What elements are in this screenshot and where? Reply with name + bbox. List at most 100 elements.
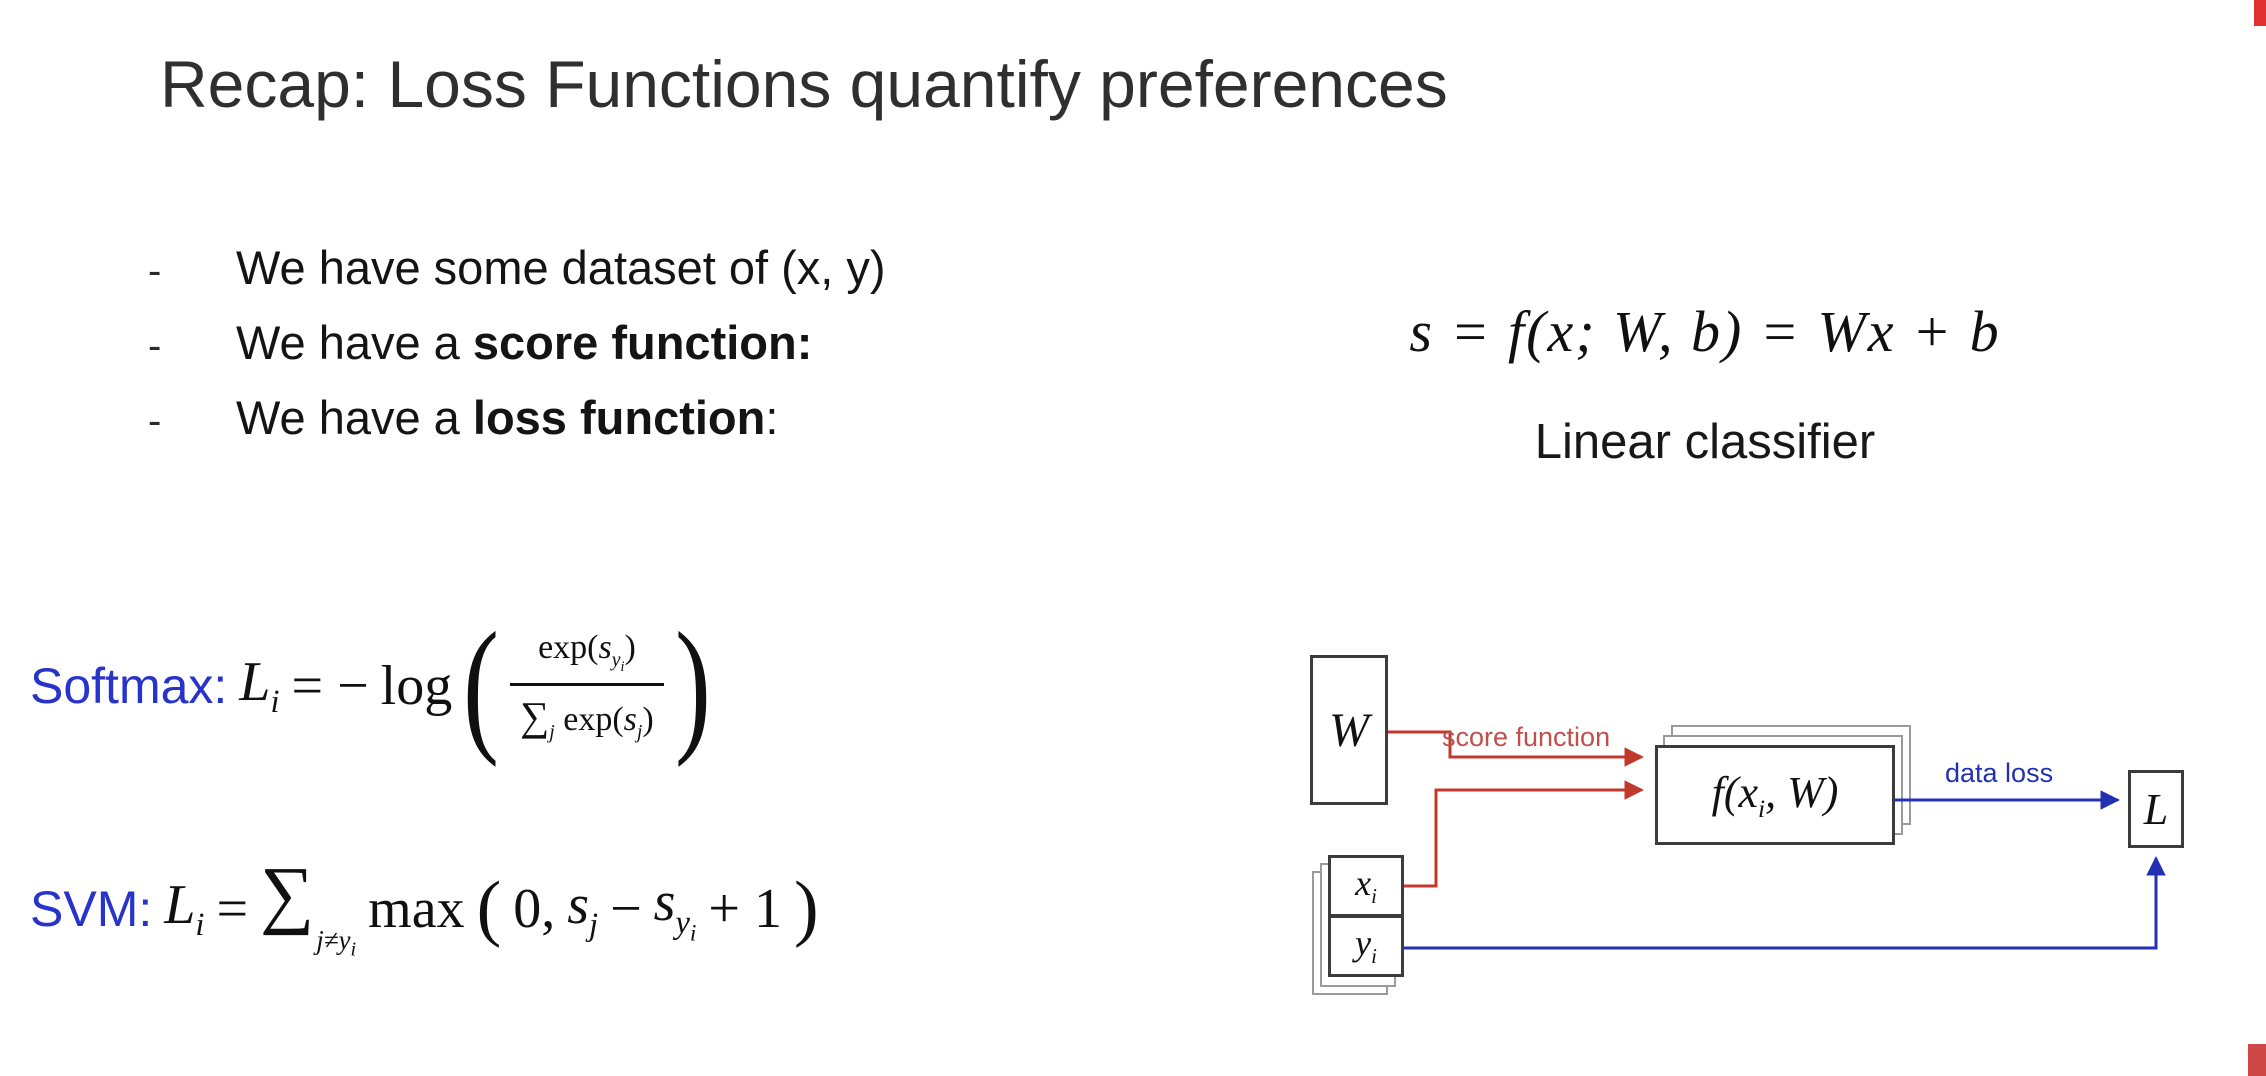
math-subscript: j [589,907,598,943]
math-token: i [350,938,357,961]
math-token: j [589,907,599,944]
sum-with-subscript: ∑j≠yi [260,856,356,961]
loss-box: L [2128,770,2184,848]
math-token: L [2143,784,2169,834]
bullet-item-loss-function: - We have a loss function: [148,390,886,445]
math-token: s [653,871,676,934]
math-token: i [270,684,280,721]
bullet-text: We have a loss function: [236,390,778,445]
math-token: i [1758,793,1766,823]
sum-symbol: ∑ [520,694,550,740]
score-function-box: f(xi, W) [1655,745,1895,845]
loss-pipeline-diagram: W xi yi f(xi, W) L score function data l… [1290,640,2240,1060]
softmax-label: Softmax: [30,657,228,714]
math-token: y [1355,923,1372,964]
log-operator: log [380,654,453,717]
diagram-wires [1388,730,2166,950]
math-token: i [1371,884,1377,909]
math-token: ) [624,628,636,666]
bullet-text-pre: We have a [236,316,473,369]
math-token: i [689,920,697,947]
math-token: y [675,904,690,941]
score-j-symbol: sj [567,873,598,944]
linear-classifier-caption: Linear classifier [1534,415,1876,469]
math-subscript: i [270,684,279,720]
score-yi-symbol: syi [654,870,697,947]
bullet-text-bold: score function: [472,316,813,369]
math-subscript: i [195,907,204,943]
loss-symbol: Li [164,873,204,944]
math-token: L [164,874,196,937]
left-paren: ( [463,602,500,768]
max-operator: max [368,877,465,940]
bullet-text-pre: We have some dataset of (x, y) [236,241,886,294]
sum-symbol: ∑ [260,852,315,936]
math-token: i [195,907,205,944]
label-y-box: yi [1328,915,1404,977]
right-paren: ) [674,602,711,768]
y-to-l-arrow [1404,856,2166,950]
softmax-fraction: exp(syi) ∑j exp(sj) [510,628,664,744]
bullet-item-score-function: - We have a score function: [148,315,886,370]
math-token: i [620,658,625,675]
math-token: ) [642,701,654,739]
math-token: j [549,720,555,743]
math-token: , W) [1765,767,1839,817]
math-subscript: i [690,920,697,946]
bullet-item-dataset: - We have some dataset of (x, y) [148,240,886,295]
slide-title: Recap: Loss Functions quantify preferenc… [160,47,1448,121]
score-function-wire-label: score function [1442,722,1611,752]
math-token: f(x [1711,767,1758,817]
score-function-formula: s = f(x; W, b) = Wx + b [1409,299,2001,364]
math-subscript: yi [611,648,625,675]
math-token: s [567,874,590,937]
math-token: exp( [538,628,599,666]
math-token: s [598,628,612,666]
screen-edge-artifact-top [2254,0,2266,26]
loss-symbol: Li [239,650,279,721]
math-token: y [611,648,621,671]
equals-minus-sign: = − [291,654,369,717]
fraction-denominator: ∑j exp(sj) [510,683,664,743]
bullet-dash: - [148,249,162,293]
input-x-box: xi [1328,855,1404,917]
x-to-f-arrow [1404,780,1644,888]
math-token: exp( [563,701,624,739]
bullet-text-bold: loss function [472,391,766,444]
fraction-numerator: exp(syi) [528,628,646,677]
math-subscript: j [549,721,554,743]
bullet-dash: - [148,324,162,368]
bullet-text-pre: We have a [236,391,473,444]
minus-sign: − [610,877,642,940]
math-subscript: i [1371,885,1377,909]
math-token: x [1355,863,1372,904]
math-token: j [636,720,643,743]
math-token: xi [1355,862,1377,909]
screen-edge-artifact-bottom [2248,1044,2266,1076]
math-token: W [1329,703,1369,757]
equals-sign: = [216,877,249,940]
sum-subscript: j≠yi [316,925,356,960]
w-to-f-arrow [1388,730,1644,767]
bullet-text: We have a score function: [236,315,812,370]
math-subscript: i [351,938,357,960]
math-token: L [239,651,271,714]
math-subscript: yi [675,904,696,946]
math-token: j≠y [316,925,351,955]
bullet-list: - We have some dataset of (x, y) - We ha… [148,240,886,465]
math-subscript: i [1371,945,1377,969]
math-token: 0, [513,877,556,940]
math-token: s [623,701,637,739]
math-token: i [1371,944,1377,969]
left-paren: ( [476,867,502,950]
data-loss-wire-label: data loss [1945,758,2054,788]
plus-one-term: + 1 [708,877,782,940]
bullet-text: We have some dataset of (x, y) [236,240,886,295]
math-subscript: j [637,721,642,743]
weights-box: W [1310,655,1388,805]
math-subscript: i [621,659,625,675]
softmax-loss-formula: Softmax: Li = − log ( exp(syi) ∑j exp(sj… [30,602,711,768]
svm-loss-formula: SVM: Li = ∑j≠yi max ( 0, sj − syi + 1 ) [30,856,819,961]
svm-label: SVM: [30,880,153,937]
